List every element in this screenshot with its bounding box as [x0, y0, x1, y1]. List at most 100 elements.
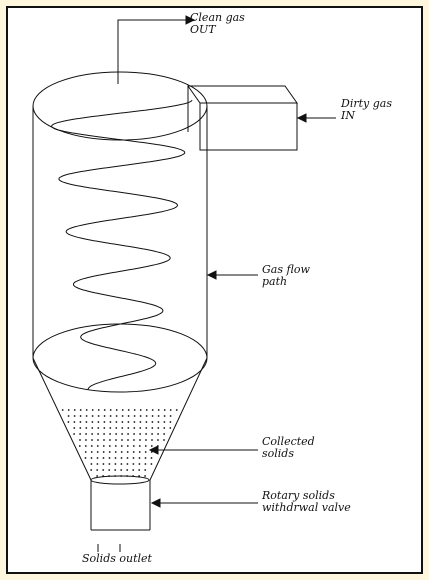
solids-dot: [145, 409, 148, 411]
solids-dot: [157, 421, 160, 423]
solids-dot: [97, 421, 100, 423]
solids-dot: [121, 409, 124, 411]
solids-dot: [85, 421, 88, 423]
solids-dot: [132, 475, 135, 477]
solids-dot: [127, 421, 130, 423]
solids-dot: [115, 433, 117, 435]
solids-dot: [115, 409, 118, 411]
solids-dot: [121, 439, 123, 441]
collected-arrowhead: [148, 445, 159, 455]
inlet-box-top: [187, 85, 298, 104]
solids-dot: [115, 427, 118, 429]
solids-dot: [169, 427, 172, 429]
solids-dot: [133, 409, 136, 411]
solids-dot: [138, 475, 141, 477]
solids-dot: [96, 463, 99, 465]
solids-dot: [163, 433, 166, 435]
solids-dot: [127, 433, 129, 435]
solids-dot: [102, 469, 105, 471]
solids-dot: [114, 445, 117, 447]
inlet-box-front: [199, 102, 298, 151]
solids-dot: [91, 409, 94, 411]
solids-dot: [169, 415, 172, 417]
solids-dot: [79, 421, 82, 423]
solids-dot: [157, 415, 160, 417]
solids-dot: [85, 433, 87, 435]
solids-dot: [103, 439, 105, 441]
solids-dot: [84, 451, 87, 453]
solids-dot: [109, 415, 112, 417]
solids-dot: [145, 439, 147, 441]
solids-dot: [90, 451, 93, 453]
solids-dot: [132, 451, 135, 453]
solids-dot: [126, 451, 129, 453]
solids-dot: [85, 409, 88, 411]
solids-dot: [138, 463, 141, 465]
solids-dot: [84, 445, 87, 447]
solids-dot: [108, 475, 110, 477]
cone-bottom-ellipse: [90, 475, 150, 485]
solids-dot: [79, 439, 81, 441]
solids-dot: [163, 427, 166, 429]
gas-flow-label: Gas flow path: [262, 263, 310, 288]
solids-dot: [73, 433, 75, 435]
solids-dot: [90, 469, 93, 471]
solids-dot: [109, 421, 112, 423]
solids-dot: [126, 469, 129, 471]
solids-dot: [108, 451, 111, 453]
solids-dot: [150, 463, 153, 465]
solids-dot: [73, 427, 76, 429]
solids-dot: [151, 433, 154, 435]
collected-solids-label: Collected solids: [262, 435, 315, 460]
solids-dot: [109, 409, 112, 411]
solids-dot: [144, 475, 147, 477]
solids-dot: [163, 415, 166, 417]
solids-dot: [114, 451, 117, 453]
gas-flow-arrowhead: [206, 270, 217, 280]
solids-dot: [163, 421, 166, 423]
solids-dot: [139, 409, 142, 411]
solids-dot: [133, 433, 136, 435]
solids-dot: [96, 469, 99, 471]
solids-dot: [139, 427, 142, 429]
rotary-arrowhead: [150, 498, 161, 508]
solids-dot: [61, 409, 64, 411]
solids-dot: [91, 415, 94, 417]
solids-dot: [157, 409, 160, 411]
solids-dot: [127, 427, 130, 429]
solids-dot: [145, 427, 148, 429]
solids-dot: [102, 451, 105, 453]
solids-dot: [127, 415, 130, 417]
solids-dot: [151, 415, 154, 417]
solids-dot: [108, 445, 111, 447]
solids-dot: [67, 415, 70, 417]
solids-dot: [132, 463, 135, 465]
diagram-frame: [6, 6, 423, 574]
solids-dot: [115, 439, 117, 441]
solids-dot: [132, 469, 135, 471]
solids-dot: [73, 415, 76, 417]
solids-dot: [156, 451, 159, 453]
solids-dot: [126, 463, 129, 465]
solids-dot: [73, 409, 76, 411]
solids-dot: [133, 415, 136, 417]
collected-solids-dots: [61, 409, 178, 477]
solids-dot: [120, 445, 123, 447]
solids-dot: [102, 457, 105, 459]
solids-dot: [120, 463, 123, 465]
solids-dot: [108, 457, 111, 459]
solids-dot: [175, 409, 178, 411]
solids-dot: [126, 475, 128, 477]
solids-dot: [96, 475, 98, 477]
clean-gas-label: Clean gas OUT: [190, 11, 245, 36]
gas-flow-helix: [51, 99, 193, 390]
solids-dot: [67, 409, 70, 411]
cylinder-bottom-ellipse: [32, 323, 208, 393]
solids-dot: [90, 445, 93, 447]
solids-dot: [85, 415, 88, 417]
solids-dot: [127, 409, 130, 411]
solids-dot: [145, 433, 148, 435]
solids-dot: [145, 415, 148, 417]
cone-right-wall: [149, 357, 208, 481]
